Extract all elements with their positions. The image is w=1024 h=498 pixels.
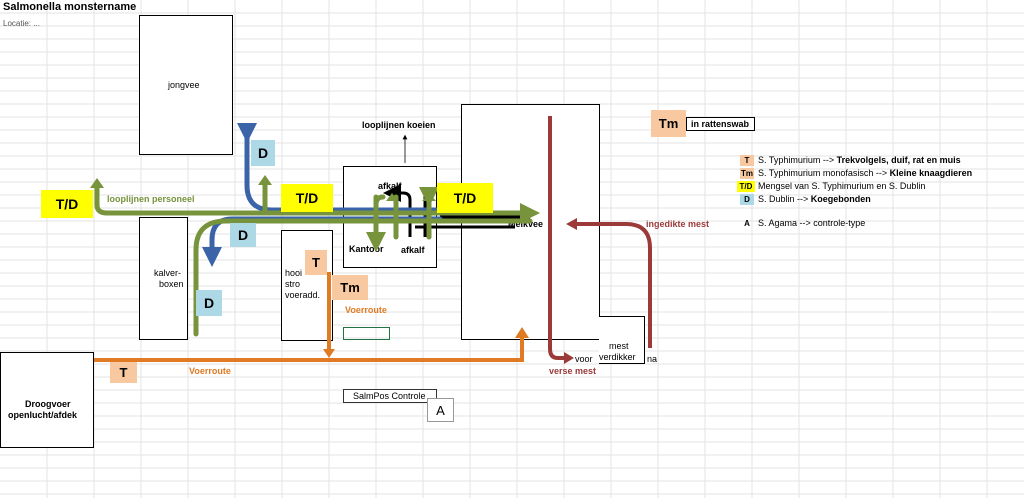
label-voerroute-2: Voerroute xyxy=(189,366,231,376)
building-kalverboxen: kalver- boxen xyxy=(139,217,188,340)
building-mest-verdikker xyxy=(599,316,645,364)
kalverboxen-label: kalver- boxen xyxy=(154,268,184,289)
page-subtitle: Locatie: ... xyxy=(3,19,40,28)
tag-t-voer: T xyxy=(110,362,137,383)
legend-code-a: A xyxy=(744,219,750,228)
building-jongvee: jongvee xyxy=(139,15,233,155)
label-looplijnen-koeien: looplijnen koeien xyxy=(362,120,436,130)
tag-td-mid: T/D xyxy=(281,184,333,212)
page-title: Salmonella monstername xyxy=(3,1,137,13)
legend-code-t: T xyxy=(740,155,754,166)
droogvoer-label-2: openlucht/afdek xyxy=(8,410,78,420)
verdikker-label: verdikker xyxy=(599,352,636,362)
hooi-label-3: voeradd. xyxy=(285,290,321,300)
ratten-label: in rattenswab xyxy=(691,119,750,129)
legend-text-td: Mengsel van S. Typhimurium en S. Dublin xyxy=(758,181,926,191)
legend-code-tm: Tm xyxy=(740,168,754,179)
label-looplijnen-personeel: looplijnen personeel xyxy=(107,194,195,204)
hooi-label-1: hooi xyxy=(285,268,303,278)
droogvoer-label-1: Droogvoer xyxy=(25,399,71,409)
tag-a-control: A xyxy=(427,398,454,422)
tag-d-top: D xyxy=(251,140,275,166)
melkvee-label: Melkvee xyxy=(508,219,544,229)
tag-d-mid: D xyxy=(230,223,256,247)
legend-code-d: D xyxy=(740,194,754,205)
ratten-box: in rattenswab xyxy=(686,117,755,131)
legend-code-td: T/D xyxy=(737,181,755,192)
legend-text-t: S. Typhimurium --> Trekvolgels, duif, ra… xyxy=(758,155,961,165)
mest-label: mest xyxy=(609,341,629,351)
tag-tm-ratten: Tm xyxy=(651,110,686,137)
manure-route xyxy=(548,116,652,360)
feed-route xyxy=(94,272,524,362)
tag-tm-hooi: Tm xyxy=(332,275,368,300)
building-droogvoer: Droogvoer openlucht/afdek xyxy=(0,352,94,448)
building-hooi: hooi stro voeradd. xyxy=(281,230,333,341)
salmpos-label: SalmPos Controle xyxy=(353,391,426,401)
jongvee-label: jongvee xyxy=(168,80,200,90)
hooi-label-2: stro xyxy=(285,279,301,289)
label-voor: voor xyxy=(575,354,593,364)
tag-d-low: D xyxy=(196,290,222,316)
salmpos-control-box: SalmPos Controle xyxy=(343,389,437,403)
tag-td-right: T/D xyxy=(437,183,493,213)
legend: T S. Typhimurium --> Trekvolgels, duif, … xyxy=(737,155,972,235)
personnel-route xyxy=(94,180,540,337)
tag-t-hooi: T xyxy=(305,250,327,275)
legend-text-d: S. Dublin --> Koegebonden xyxy=(758,194,871,204)
tag-td-left: T/D xyxy=(41,190,93,218)
afkalf-bottom-label: afkalf xyxy=(401,245,425,255)
label-na: na xyxy=(647,354,658,364)
label-voerroute-1: Voerroute xyxy=(345,305,387,315)
legend-text-tm: S. Typhimurium monofasisch --> Kleine kn… xyxy=(758,168,973,178)
legend-text-a: S. Agama --> controle-type xyxy=(758,218,866,228)
label-verse-mest: verse mest xyxy=(549,366,597,376)
selected-cell xyxy=(343,327,390,340)
label-ingedikte-mest: ingedikte mest xyxy=(646,219,710,229)
